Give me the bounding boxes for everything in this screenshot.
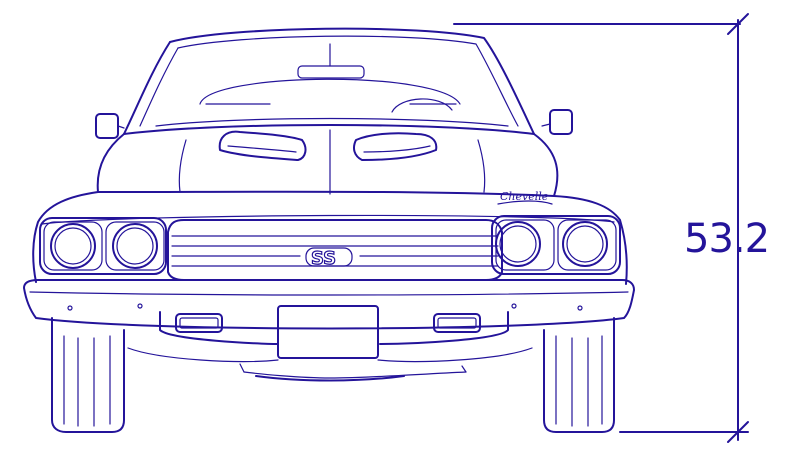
dimension-label: 53.2 bbox=[684, 216, 769, 262]
left-headlights bbox=[39, 217, 167, 275]
license-plate bbox=[277, 305, 379, 359]
windshield bbox=[123, 27, 535, 135]
headlight-outer-right bbox=[562, 221, 608, 267]
left-side-mirror bbox=[95, 113, 125, 139]
hood bbox=[96, 129, 559, 197]
chevelle-script: Chevelle bbox=[497, 190, 553, 205]
front-bumper bbox=[23, 279, 635, 345]
right-tire bbox=[543, 317, 615, 433]
script-label: Chevelle bbox=[500, 190, 549, 203]
left-parking-light bbox=[175, 313, 223, 333]
ss-badge-frame bbox=[305, 247, 353, 267]
dimension-tick-bottom bbox=[727, 421, 749, 443]
grille: SS bbox=[167, 219, 503, 281]
right-parking-light bbox=[433, 313, 481, 333]
left-hood-scoop bbox=[218, 130, 307, 161]
body-sides bbox=[32, 191, 628, 285]
dimension-tick-top bbox=[727, 13, 749, 35]
ss-badge: SS bbox=[311, 248, 336, 269]
headlight-inner-left bbox=[112, 223, 158, 269]
undercarriage bbox=[127, 347, 533, 382]
right-hood-scoop bbox=[353, 132, 438, 161]
right-side-mirror bbox=[541, 109, 573, 135]
right-headlights bbox=[491, 215, 621, 275]
height-dimension: 53.2 bbox=[453, 13, 770, 443]
headlight-outer-left bbox=[50, 223, 96, 269]
left-tire bbox=[51, 317, 125, 433]
headlight-inner-right bbox=[495, 221, 541, 267]
